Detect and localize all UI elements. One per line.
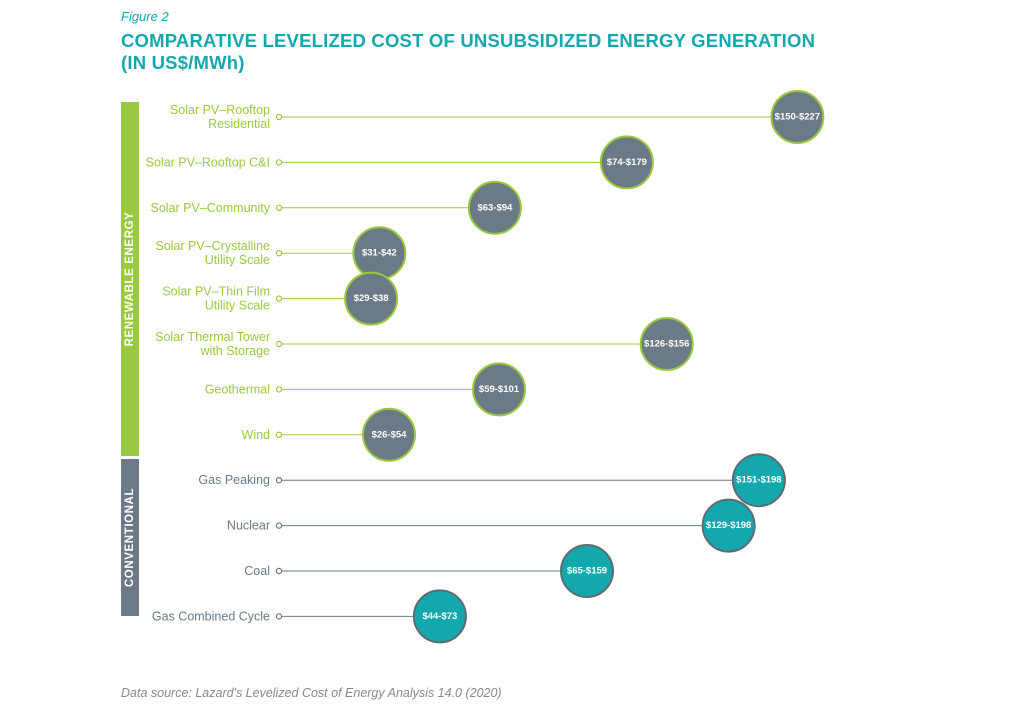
row-label: Residential (208, 117, 270, 131)
range-value-label: $74-$179 (607, 157, 647, 168)
range-bubble (412, 589, 467, 644)
group-bar-renewable (121, 102, 139, 456)
range-value-label: $65-$159 (567, 566, 607, 577)
row-label: Solar PV–Rooftop (170, 103, 270, 117)
anchor-dot (275, 431, 283, 438)
row-label: Utility Scale (205, 299, 270, 313)
lollipop-chart: RENEWABLE ENERGY CONVENTIONAL Solar PV–Roo… (121, 90, 825, 644)
anchor-dot (275, 249, 283, 257)
range-value-label: $126-$156 (644, 339, 689, 350)
row-label: Wind (242, 428, 271, 442)
row-label: Solar PV–Crystalline (155, 239, 270, 253)
range-bubble (560, 544, 614, 598)
range-value-label: $151-$198 (736, 475, 781, 486)
range-value-label: $150-$227 (775, 112, 820, 123)
range-value-label: $44-$73 (422, 611, 457, 622)
row-label: Solar PV–Thin Film (162, 285, 270, 299)
row-label: Geothermal (205, 382, 270, 396)
group-bar-conventional (121, 459, 139, 616)
group-label-renewable: RENEWABLE ENERGY (124, 212, 136, 347)
anchor-dot (275, 204, 283, 211)
row-label: Solar Thermal Tower (155, 330, 270, 344)
row-label: Solar PV–Community (151, 201, 271, 215)
range-bubble (639, 317, 694, 371)
anchor-dot (275, 567, 283, 575)
range-value-label: $59-$101 (479, 384, 520, 395)
range-bubble (472, 362, 526, 417)
range-value-label: $31-$42 (362, 248, 397, 259)
anchor-dot (275, 340, 283, 348)
anchor-dot (275, 613, 283, 620)
row-label: with Storage (200, 344, 271, 358)
range-bubble (731, 453, 786, 508)
figure-label: Figure 2 (121, 9, 169, 24)
range-value-label: $26-$54 (372, 429, 408, 440)
row-label: Coal (244, 564, 270, 578)
range-bubble (770, 90, 825, 144)
chart-title: COMPARATIVE LEVELIZED COST OF UNSUBSIDIZ… (121, 30, 816, 73)
anchor-dot (275, 113, 283, 121)
range-bubble (467, 180, 522, 235)
range-bubble (701, 498, 756, 553)
range-bubble (599, 135, 654, 190)
data-source-note: Data source: Lazard's Levelized Cost of … (121, 686, 502, 700)
range-bubble (344, 271, 399, 326)
anchor-dot (275, 386, 283, 393)
anchor-dot (275, 159, 283, 166)
anchor-dot (275, 522, 283, 529)
row-label: Utility Scale (205, 253, 270, 267)
range-value-label: $29-$38 (354, 293, 389, 304)
row-label: Gas Peaking (198, 473, 270, 487)
range-bubble (362, 407, 416, 462)
row-label: Nuclear (227, 519, 270, 533)
anchor-dot (275, 477, 283, 484)
range-value-label: $129-$198 (706, 520, 751, 531)
row-label: Solar PV–Rooftop C&I (146, 155, 270, 169)
range-value-label: $63-$94 (477, 202, 513, 213)
row-label: Gas Combined Cycle (152, 609, 270, 623)
group-label-conventional: CONVENTIONAL (124, 488, 136, 587)
anchor-dot (275, 295, 283, 302)
